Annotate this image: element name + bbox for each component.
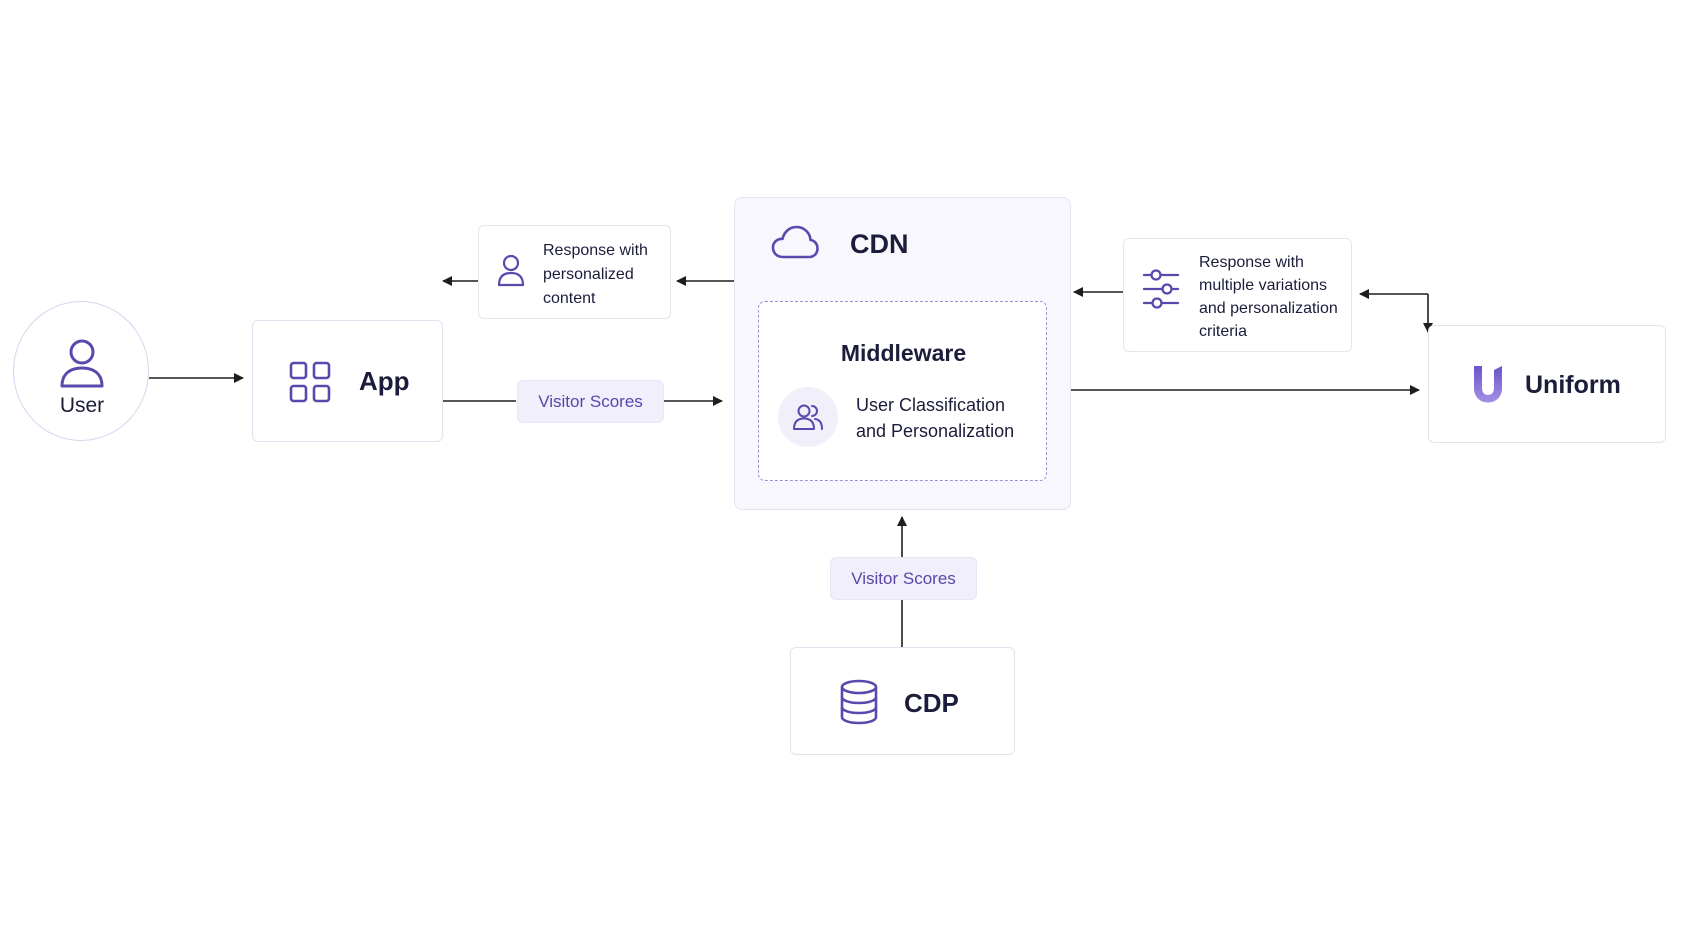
users-icon — [793, 404, 823, 430]
middleware-node: Middleware User Classification and Perso… — [758, 301, 1047, 481]
cloud-icon — [771, 225, 819, 259]
uniform-node: Uniform — [1428, 325, 1666, 443]
cdp-title: CDP — [904, 688, 959, 718]
user-label: User — [59, 394, 105, 417]
middleware-icon-badge — [778, 387, 838, 447]
grid-icon — [289, 361, 331, 403]
middleware-description: User Classification and Personalization — [856, 395, 1015, 441]
sliders-icon — [1142, 269, 1180, 309]
response-variations-node: Response with multiple variations and pe… — [1123, 238, 1352, 352]
database-icon — [840, 679, 878, 725]
visitor-scores-pill-vertical: Visitor Scores — [830, 557, 977, 600]
cdp-node: CDP — [790, 647, 1015, 755]
user-icon — [60, 339, 104, 388]
uniform-title: Uniform — [1525, 371, 1621, 399]
visitor-scores-pill-horizontal: Visitor Scores — [517, 380, 664, 423]
uniform-logo-icon — [1474, 366, 1502, 403]
app-title: App — [359, 366, 410, 396]
user-node: User — [13, 301, 149, 441]
cdn-node: CDN Middleware User Classification and P… — [734, 197, 1071, 510]
response-variations-text: Response with multiple variations and pe… — [1199, 254, 1338, 340]
response-personalized-text: Response with personalized content — [543, 242, 648, 307]
app-node: App — [252, 320, 443, 442]
cdn-title: CDN — [850, 229, 909, 259]
response-personalized-node: Response with personalized content — [478, 225, 671, 319]
middleware-title: Middleware — [840, 340, 967, 366]
user-icon — [497, 254, 525, 287]
